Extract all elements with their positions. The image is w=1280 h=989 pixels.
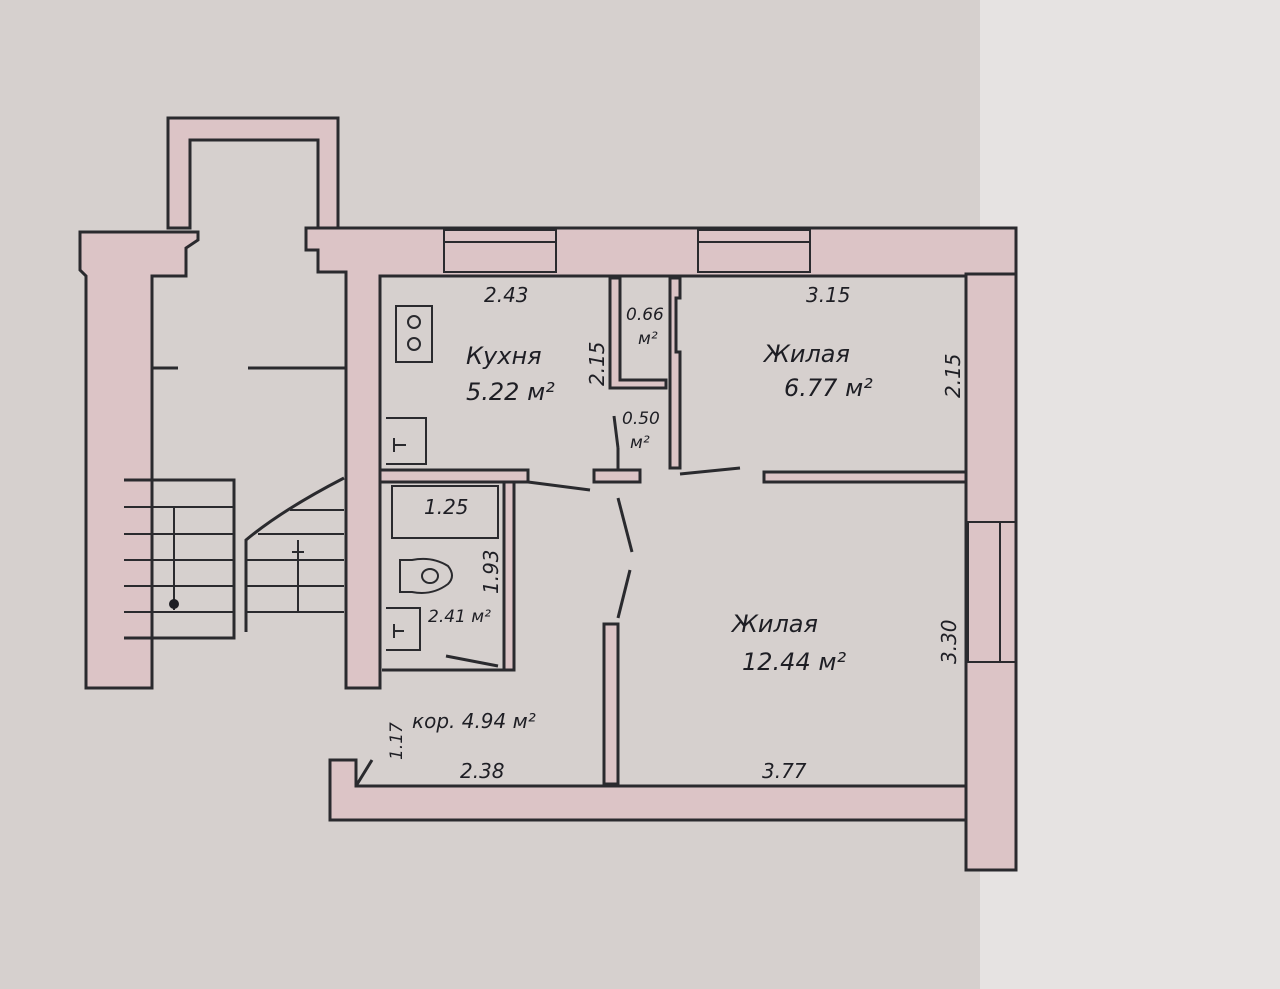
- dim-corridor-depth: 1.17: [387, 722, 407, 760]
- closet-partition-left: [608, 276, 668, 390]
- dim-bedroom-depth: 2.15: [941, 353, 965, 398]
- dim-bedroom-width: 3.15: [806, 283, 851, 307]
- labels: 2.43 2.15 Кухня 5.22 м² 0.66 м² 0.50 м² …: [387, 283, 965, 783]
- stair-direction-dot: [169, 599, 179, 609]
- living-door-leaf: [616, 497, 634, 553]
- dim-kitchen-depth: 2.15: [585, 341, 609, 386]
- dim-living-width: 3.77: [762, 759, 807, 783]
- washbasin-icon: [386, 607, 421, 651]
- bath-right-wall: [502, 480, 516, 672]
- window-kitchen: [443, 229, 557, 273]
- closet-upper-area: 0.66: [626, 305, 664, 325]
- bedroom-door-leaf: [679, 466, 741, 476]
- entrance-jamb: [354, 759, 374, 787]
- bathtub-icon: [391, 485, 499, 539]
- toilet-bowl: [421, 568, 439, 584]
- exterior-walls: [304, 226, 1018, 872]
- paper-highlight: [980, 0, 1280, 989]
- kitchen-door-leaf: [527, 480, 591, 492]
- corridor-living-wall: [602, 622, 620, 786]
- kitchen-area: 5.22 м²: [466, 378, 555, 406]
- interior-partitions: [378, 276, 968, 786]
- kitchen-name: Кухня: [466, 342, 542, 370]
- closet-lower-unit: м²: [630, 433, 650, 453]
- partition-pillar: [592, 468, 642, 484]
- stove-icon: [395, 305, 433, 363]
- closet-upper-unit: м²: [638, 329, 658, 349]
- closet-partition-right: [668, 276, 682, 470]
- dim-kitchen-width: 2.43: [484, 283, 529, 307]
- bottom-wall: [328, 758, 968, 822]
- living-area: 12.44 м²: [742, 648, 846, 676]
- stair-right-flight: [244, 476, 345, 632]
- bedroom-area: 6.77 м²: [784, 374, 873, 402]
- closet-lower-area: 0.50: [622, 409, 660, 429]
- kitchen-bath-wall: [378, 468, 530, 484]
- window-living: [967, 521, 1017, 663]
- bathroom-area: 2.41 м²: [428, 607, 491, 627]
- right-wall: [964, 272, 1018, 872]
- dim-bath-width: 1.25: [424, 495, 469, 519]
- stair-shaft-wall: [166, 116, 340, 230]
- living-door-leaf-2: [616, 569, 632, 619]
- bath-door-leaf: [445, 654, 499, 668]
- sink-icon: [386, 417, 427, 465]
- stair-left-wall: [78, 230, 200, 690]
- bedroom-living-wall: [762, 470, 968, 484]
- living-name: Жилая: [730, 610, 818, 638]
- stairwell: [78, 116, 346, 690]
- stove-burner: [407, 337, 421, 351]
- fixtures: [386, 305, 499, 651]
- toilet-icon: [399, 557, 453, 594]
- window-bedroom: [697, 229, 811, 273]
- dim-corridor-width: 2.38: [460, 759, 505, 783]
- dim-living-depth: 3.30: [937, 619, 961, 664]
- closet-door-leaf: [612, 415, 620, 449]
- bedroom-name: Жилая: [762, 340, 850, 368]
- dim-bath-depth: 1.93: [479, 549, 503, 594]
- stove-burner: [407, 315, 421, 329]
- corridor-label: кор. 4.94 м²: [412, 709, 536, 733]
